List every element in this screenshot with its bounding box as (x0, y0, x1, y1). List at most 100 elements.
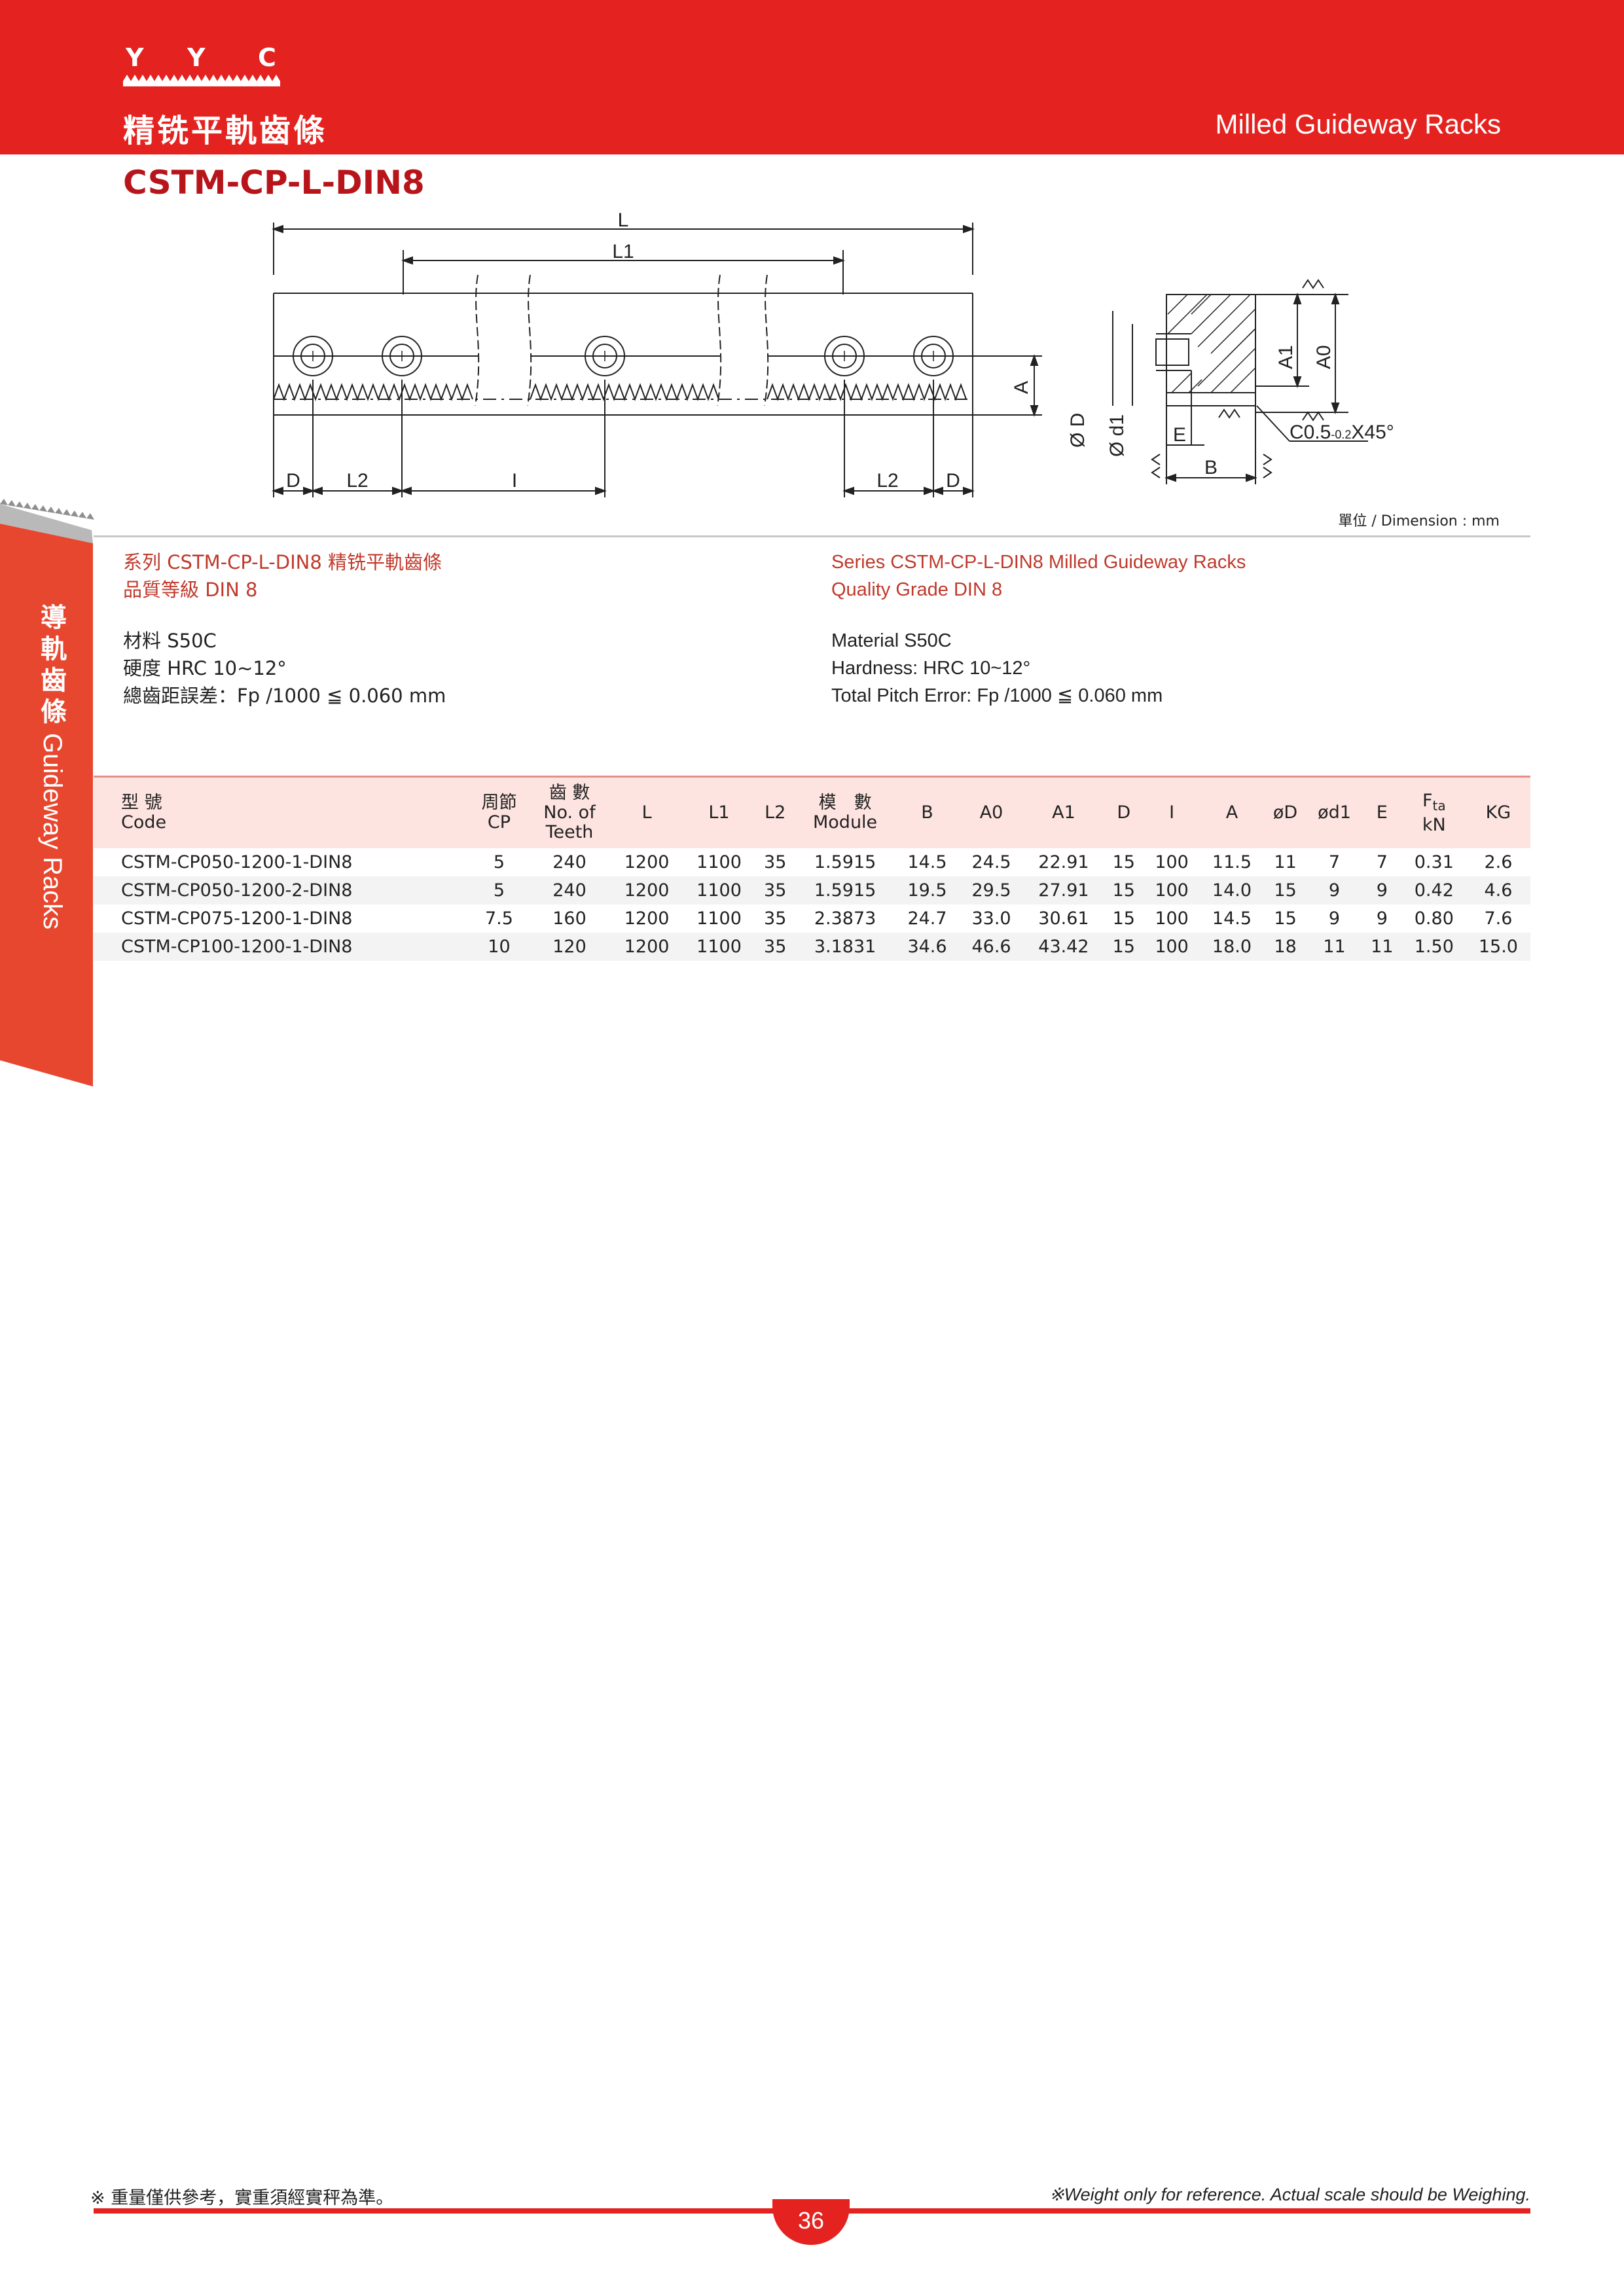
table-cell: 5 (493, 880, 505, 901)
table-cell: 100 (1155, 852, 1189, 872)
table-cell: 15 (1112, 908, 1135, 929)
col-E: E (1376, 802, 1388, 823)
table-cell: 5 (493, 852, 505, 872)
table-cell: 1.5915 (814, 880, 876, 901)
table-cell: 1100 (696, 852, 742, 872)
table-cell: 0.80 (1414, 908, 1454, 929)
table-cell: 22.91 (1038, 852, 1089, 872)
footer-note-en: ※Weight only for reference. Actual scale… (1049, 2185, 1530, 2204)
logo-gear-teeth-icon (123, 75, 280, 86)
side-tab-text: 導 軌 齒 條 Guideway Racks (38, 602, 97, 929)
grade-zh: 品質等級 DIN 8 (123, 579, 258, 601)
table-cell: 18.0 (1212, 937, 1252, 957)
table-cell: 9 (1328, 880, 1341, 901)
dim-label-A1: A1 (1275, 345, 1297, 369)
table-cell: 14.5 (1212, 908, 1252, 929)
table-cell: 100 (1155, 937, 1189, 957)
side-char: 軌 (41, 634, 67, 664)
table-cell: 35 (764, 908, 787, 929)
table-cell: CSTM-CP100-1200-1-DIN8 (121, 937, 353, 957)
col-I: I (1169, 802, 1175, 823)
table-cell: 43.42 (1038, 937, 1089, 957)
logo-letter: C (258, 43, 276, 72)
table-cell: 2.6 (1484, 852, 1513, 872)
table-cell: 15 (1274, 880, 1297, 901)
table-cell: 27.91 (1038, 880, 1089, 901)
side-tab-en: Guideway Racks (38, 733, 67, 930)
table-cell: 4.6 (1484, 880, 1513, 901)
table-cell: 46.6 (971, 937, 1011, 957)
table-cell: 15 (1274, 908, 1297, 929)
table-cell: 7.5 (484, 908, 513, 929)
material-zh: 材料 S50C (123, 630, 217, 652)
table-cell: 0.42 (1414, 880, 1454, 901)
pitch-error-zh: 總齒距誤差：Fp /1000 ≦ 0.060 mm (123, 685, 446, 707)
table-cell: 11 (1371, 937, 1394, 957)
footer-note-zh: ※ 重量僅供參考，實重須經實秤為準。 (90, 2188, 394, 2208)
dim-label-D-right: D (946, 470, 960, 492)
side-char: 條 (41, 697, 67, 727)
table-cell: 11 (1323, 937, 1346, 957)
table-cell: 9 (1328, 908, 1341, 929)
dim-label-E: E (1173, 424, 1186, 446)
table-cell: 1200 (624, 852, 670, 872)
table-cell: 100 (1155, 908, 1189, 929)
specs-zh: 系列 CSTM-CP-L-DIN8 精铣平軌齒條 品質等級 DIN 8 材料 S… (123, 548, 446, 709)
grade-en: Quality Grade DIN 8 (831, 579, 1003, 600)
material-en: Material S50C (831, 630, 952, 651)
dim-label-L1: L1 (612, 241, 634, 262)
table-cell: 9 (1376, 880, 1388, 901)
company-logo: Y Y C (123, 43, 280, 89)
table-cell: 14.5 (907, 852, 947, 872)
series-zh: 系列 CSTM-CP-L-DIN8 精铣平軌齒條 (123, 551, 442, 573)
dim-label-A0: A0 (1313, 345, 1335, 369)
unit-note: 單位 / Dimension : mm (1338, 513, 1500, 529)
table-cell: 1100 (696, 908, 742, 929)
col-L: L (641, 802, 652, 823)
table-cell: CSTM-CP050-1200-1-DIN8 (121, 852, 353, 872)
col-L2: L2 (765, 802, 786, 823)
dim-label-phiD: Ø D (1067, 413, 1089, 448)
table-cell: 2.3873 (814, 908, 876, 929)
table-cell: CSTM-CP075-1200-1-DIN8 (121, 908, 353, 929)
hardness-en: Hardness: HRC 10~12° (831, 658, 1031, 679)
table-cell: 1200 (624, 908, 670, 929)
table-cell: 1.5915 (814, 852, 876, 872)
table-cell: 15 (1112, 880, 1135, 901)
table-cell: 35 (764, 937, 787, 957)
table-cell: 1200 (624, 937, 670, 957)
table-cell: 10 (488, 937, 511, 957)
col-A: A (1225, 802, 1238, 823)
table-cell: 14.0 (1212, 880, 1252, 901)
header-title-en: Milled Guideway Racks (1215, 109, 1502, 139)
table-cell: 24.7 (907, 908, 947, 929)
col-phid1: ød1 (1318, 802, 1351, 823)
table-cell: 1100 (696, 937, 742, 957)
dim-label-L2: L2 (346, 470, 368, 492)
table-cell: 33.0 (971, 908, 1011, 929)
table-cell: 100 (1155, 880, 1189, 901)
table-cell: 0.31 (1414, 852, 1454, 872)
table-cell: 18 (1274, 937, 1297, 957)
dim-label-I: I (512, 470, 517, 492)
chamfer-label: C0.5-0.2X45° (1290, 422, 1394, 443)
table-cell: 35 (764, 852, 787, 872)
dim-label-A: A (1011, 381, 1032, 394)
side-tab (0, 499, 94, 1086)
logo-letter: Y (187, 43, 206, 72)
dim-label-phid1: Ø d1 (1106, 414, 1128, 457)
table-cell: 29.5 (971, 880, 1011, 901)
table-cell: 35 (764, 880, 787, 901)
col-A0: A0 (979, 802, 1003, 823)
table-cell: 7 (1328, 852, 1341, 872)
page-number: 36 (772, 2199, 850, 2245)
table-cell: 1200 (624, 880, 670, 901)
